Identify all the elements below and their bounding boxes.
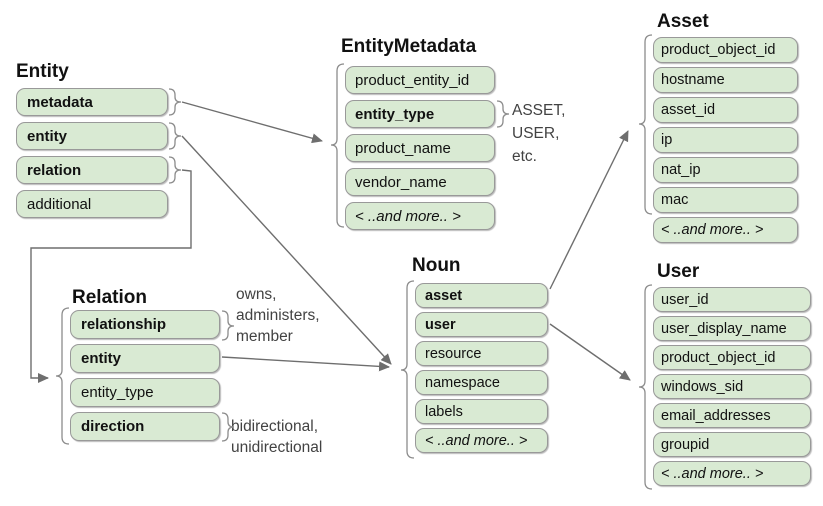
relationship-values-note: owns, administers, member [236, 286, 320, 345]
direction-values-note: bidirectional, unidirectional [231, 418, 323, 456]
asset-box-rows: product_object_id hostname asset_id ip n… [653, 37, 798, 247]
brace-entity-relation-row [168, 156, 182, 184]
field-user-user-display-name: user_display_name [653, 316, 811, 341]
field-entity-entity: entity [16, 122, 168, 150]
field-asset-ip: ip [653, 127, 798, 153]
field-noun-and-more: < ..and more.. > [415, 428, 548, 453]
arrow-entity-metadata-to-entitymetadata [181, 101, 323, 144]
field-asset-product-object-id: product_object_id [653, 37, 798, 63]
field-entitymetadata-vendor-name: vendor_name [345, 168, 495, 196]
field-asset-asset-id: asset_id [653, 97, 798, 123]
user-box: User user_id user_display_name product_o… [653, 261, 811, 490]
field-relation-relationship: relationship [70, 310, 220, 339]
field-noun-user: user [415, 312, 548, 337]
field-asset-nat-ip: nat_ip [653, 157, 798, 183]
noun-box-rows: asset user resource namespace labels < .… [415, 283, 548, 457]
field-entitymetadata-and-more: < ..and more.. > [345, 202, 495, 230]
brace-entity-entity-row [168, 122, 182, 150]
entitymetadata-box-rows: product_entity_id entity_type product_na… [345, 66, 495, 236]
field-noun-asset: asset [415, 283, 548, 308]
field-entity-relation: relation [16, 156, 168, 184]
field-noun-resource: resource [415, 341, 548, 366]
field-entitymetadata-product-name: product_name [345, 134, 495, 162]
field-relation-direction: direction [70, 412, 220, 441]
user-box-rows: user_id user_display_name product_object… [653, 287, 811, 490]
arrow-relation-entity-to-noun [221, 356, 390, 372]
field-user-user-id: user_id [653, 287, 811, 312]
field-entity-additional: additional [16, 190, 168, 218]
entity-type-values-note: ASSET, USER, etc. [512, 102, 566, 165]
brace-user-box [638, 284, 653, 490]
brace-entitymetadata-entity-type-row [496, 100, 510, 128]
field-entity-metadata: metadata [16, 88, 168, 116]
field-relation-entity-type: entity_type [70, 378, 220, 407]
field-noun-namespace: namespace [415, 370, 548, 395]
field-user-email-addresses: email_addresses [653, 403, 811, 428]
brace-noun-box [400, 280, 415, 459]
arrow-noun-user-to-user [549, 323, 631, 381]
relation-box-title: Relation [72, 287, 147, 308]
field-entitymetadata-entity-type: entity_type [345, 100, 495, 128]
user-box-title: User [657, 261, 700, 282]
relation-box: Relation relationship entity entity_type… [70, 287, 220, 446]
field-user-windows-sid: windows_sid [653, 374, 811, 399]
field-user-product-object-id: product_object_id [653, 345, 811, 370]
brace-relation-box [55, 307, 70, 445]
field-user-and-more: < ..and more.. > [653, 461, 811, 486]
entity-box: Entity metadata entity relation addition… [16, 61, 168, 224]
noun-box-title: Noun [412, 255, 461, 276]
field-relation-entity: entity [70, 344, 220, 373]
asset-box-title: Asset [657, 11, 709, 32]
field-asset-hostname: hostname [653, 67, 798, 93]
field-user-groupid: groupid [653, 432, 811, 457]
field-entitymetadata-product-entity-id: product_entity_id [345, 66, 495, 94]
field-noun-labels: labels [415, 399, 548, 424]
noun-box: Noun asset user resource namespace label… [412, 255, 548, 457]
entitymetadata-box: EntityMetadata product_entity_id entity_… [341, 36, 495, 236]
brace-entitymetadata-box [330, 63, 345, 228]
entity-box-title: Entity [16, 61, 69, 82]
entitymetadata-box-title: EntityMetadata [341, 36, 477, 57]
brace-relation-relationship-row [221, 310, 235, 341]
relation-box-rows: relationship entity entity_type directio… [70, 310, 220, 446]
field-asset-and-more: < ..and more.. > [653, 217, 798, 243]
field-asset-mac: mac [653, 187, 798, 213]
brace-asset-box [638, 34, 653, 215]
asset-box: Asset product_object_id hostname asset_i… [653, 11, 798, 247]
entity-box-rows: metadata entity relation additional [16, 88, 168, 224]
brace-entity-metadata-row [168, 88, 182, 116]
